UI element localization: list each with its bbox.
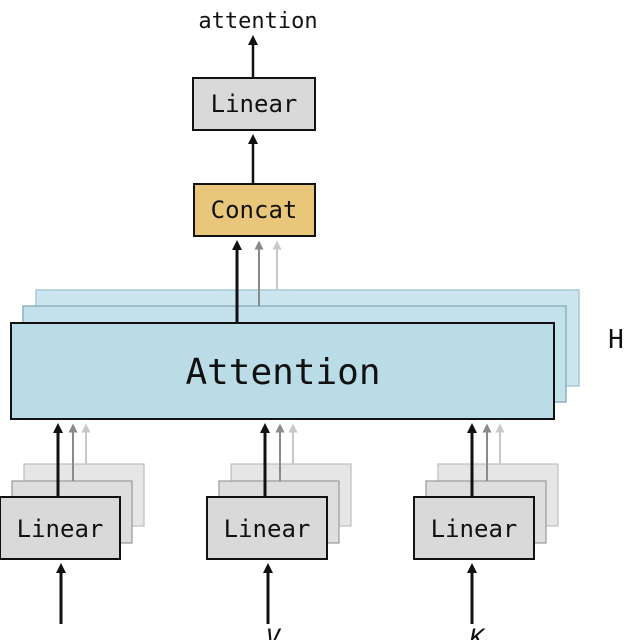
top-linear-box: Linear <box>192 77 316 131</box>
attention-box: Attention <box>10 322 555 420</box>
linear-label: Linear <box>224 515 311 543</box>
concat-label: Concat <box>211 196 298 224</box>
input-branch-2: Linear V <box>206 423 352 640</box>
input-label: K <box>469 624 486 640</box>
input-branch-1: Linear <box>0 423 145 624</box>
linear-label: Linear <box>431 515 518 543</box>
input-label: V <box>266 624 282 640</box>
linear-label: Linear <box>17 515 104 543</box>
heads-count-label: H <box>608 325 624 355</box>
output-label: attention <box>198 9 317 34</box>
linear-box <box>413 496 535 560</box>
linear-box <box>206 496 328 560</box>
concat-box: Concat <box>193 183 316 237</box>
attention-label: Attention <box>185 352 380 393</box>
linear-box <box>0 496 121 560</box>
input-branch-3: Linear K <box>413 423 559 640</box>
top-linear-label: Linear <box>211 90 298 118</box>
